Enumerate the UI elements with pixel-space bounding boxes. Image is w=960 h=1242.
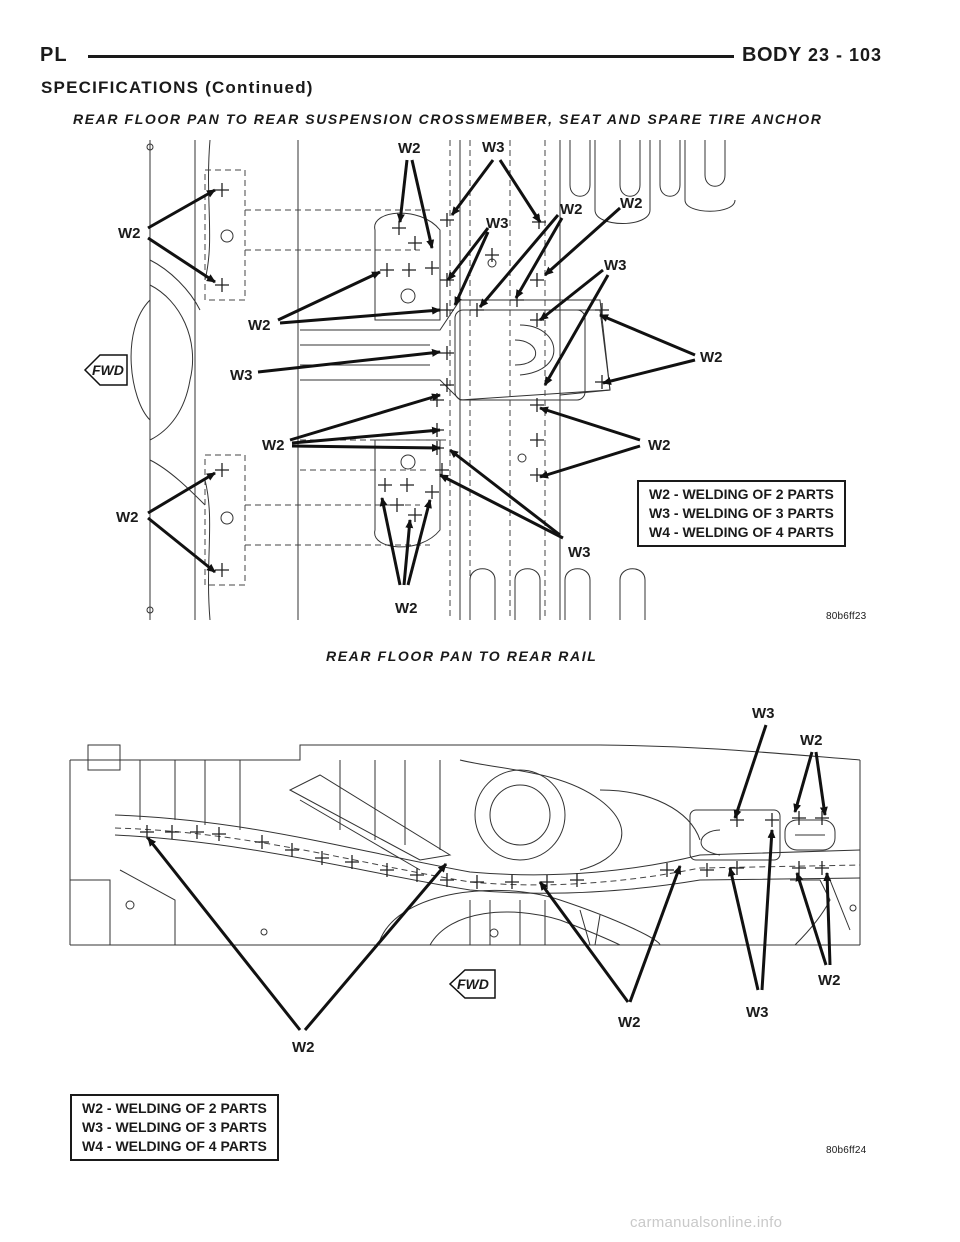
figure2-weld-marks [140,811,829,889]
figure1-labels: W2 W3 W2 W3 W2 W2 W3 W2 W2 W3 W2 W2 W2 W… [116,139,723,617]
figure1-code: 80b6ff23 [826,611,867,622]
fwd-arrow-icon [448,969,496,999]
fig1-label: W2 [262,437,285,454]
figure2-legend: W2 - WELDING OF 2 PARTS W3 - WELDING OF … [70,1094,279,1161]
fig2-label: W2 [800,732,823,749]
figure1-leaders [147,159,696,586]
fig2-label: W2 [818,972,841,989]
fig1-label: W2 [560,201,583,218]
figure2-labels: W3 W2 W2 W3 W2 W2 [292,705,841,1056]
figure2-title: REAR FLOOR PAN TO REAR RAIL [326,648,598,664]
figure1-fwd-label: FWD [92,362,124,378]
fig1-label: W2 [398,140,421,157]
fig2-label: W3 [752,705,775,722]
figure1-legend: W2 - WELDING OF 2 PARTS W3 - WELDING OF … [637,480,846,547]
legend-line: W2 - WELDING OF 2 PARTS [82,1100,267,1116]
legend-line: W3 - WELDING OF 3 PARTS [649,505,834,521]
fig1-label: W2 [700,349,723,366]
fig1-label: W2 [248,317,271,334]
figure2-fwd-label: FWD [457,976,489,992]
figure1-weld-marks [215,183,609,577]
header-page-number: 23 - 103 [808,45,883,65]
fwd-arrow-icon [83,354,128,386]
header-model-code: PL [40,44,68,66]
fig1-label: W3 [604,257,627,274]
legend-line: W4 - WELDING OF 4 PARTS [82,1138,267,1154]
fig1-label: W2 [116,509,139,526]
legend-line: W2 - WELDING OF 2 PARTS [649,486,834,502]
header-rule [88,55,734,58]
header-section: BODY [742,44,802,66]
fig1-label: W3 [230,367,253,384]
fig1-label: W2 [620,195,643,212]
fig1-label: W2 [118,225,141,242]
figure1-drawing: FWD W2 W3 W2 W3 W2 W2 W3 [83,139,736,621]
figure2-code: 80b6ff24 [826,1145,867,1156]
fig1-label: W2 [395,600,418,617]
watermark-text: carmanualsonline.info [630,1214,783,1231]
figure1-title: REAR FLOOR PAN TO REAR SUSPENSION CROSSM… [73,111,823,127]
legend-line: W4 - WELDING OF 4 PARTS [649,524,834,540]
fig2-label: W3 [746,1004,769,1021]
fig2-label: W2 [618,1014,641,1031]
fig1-label: W3 [486,215,509,232]
page-heading: SPECIFICATIONS (Continued) [41,78,314,97]
fig1-label: W3 [568,544,591,561]
figure2-leaders [146,724,832,1031]
fig1-label: W3 [482,139,505,156]
fig1-label: W2 [648,437,671,454]
fig2-label: W2 [292,1039,315,1056]
figure2-drawing: FWD W3 W2 W2 W3 W2 W2 [69,705,861,1056]
legend-line: W3 - WELDING OF 3 PARTS [82,1119,267,1135]
